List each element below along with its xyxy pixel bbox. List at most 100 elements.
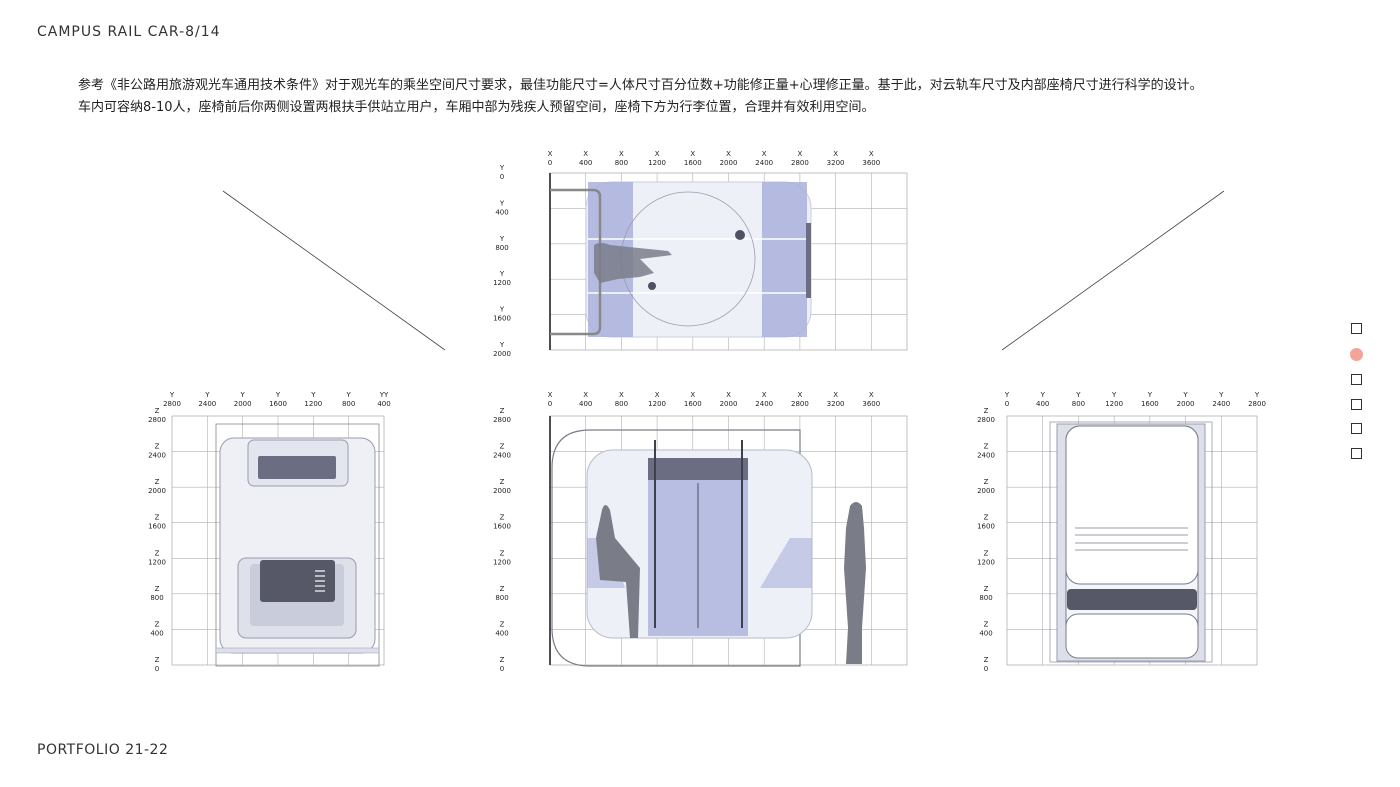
end-right-car-body (1049, 421, 1213, 663)
axis-tick-label: 2000 (493, 487, 511, 495)
axis-tick-prefix: Y (346, 391, 352, 399)
axis-tick-label: 400 (495, 208, 508, 216)
axis-tick-label: 1200 (1105, 400, 1123, 408)
pole-top-2 (648, 282, 656, 290)
pager-dot[interactable] (1351, 423, 1362, 435)
axis-tick-prefix: X (655, 150, 660, 158)
axis-tick-prefix: Y (275, 391, 281, 399)
pager-dot[interactable] (1351, 398, 1362, 410)
axis-tick-prefix: X (619, 150, 624, 158)
axis-tick-label: 3200 (827, 159, 845, 167)
human-figure-seated (596, 505, 640, 638)
axis-tick-label: 2400 (755, 159, 773, 167)
projection-line-left (222, 190, 446, 351)
axis-tick-label: 2400 (977, 452, 995, 460)
door-end-right (1065, 425, 1199, 585)
axis-tick-label: 0 (155, 665, 159, 673)
axis-tick-label: 1600 (684, 400, 702, 408)
axis-tick-label: 0 (1005, 400, 1009, 408)
axis-tick-label: 400 (377, 400, 390, 408)
axis-tick-label: 3200 (827, 400, 845, 408)
axis-tick-prefix: Z (984, 585, 989, 593)
axis-tick-label: 1600 (148, 523, 166, 531)
axis-tick-label: 0 (548, 400, 552, 408)
axis-tick-prefix: X (690, 391, 695, 399)
axis-tick-label: 400 (979, 629, 992, 637)
axis-tick-label: 0 (984, 665, 988, 673)
axis-tick-prefix: Z (984, 478, 989, 486)
axis-tick-label: 1600 (493, 315, 511, 323)
door-header (648, 458, 748, 480)
axis-tick-prefix: Y (204, 391, 210, 399)
axis-tick-prefix: Y (169, 391, 175, 399)
end-view-left-diagram: Y2800Y2400Y2000Y1600Y1200Y800YY400Z2800Z… (148, 391, 391, 673)
axis-tick-label: 2000 (977, 487, 995, 495)
axis-tick-label: 2000 (234, 400, 252, 408)
axis-tick-label: 1200 (493, 558, 511, 566)
projection-line-right (1001, 190, 1225, 351)
top-view-car-body (550, 181, 812, 338)
axis-tick-prefix: X (548, 391, 553, 399)
axis-tick-label: 1600 (684, 159, 702, 167)
axis-tick-label: 1200 (304, 400, 322, 408)
pager-dot[interactable] (1350, 347, 1363, 361)
axis-tick-label: 2000 (720, 159, 738, 167)
axis-tick-prefix: Y (1254, 391, 1260, 399)
pager-dot[interactable] (1351, 374, 1362, 386)
seat-end-right (1067, 589, 1197, 610)
axis-tick-label: 800 (495, 594, 508, 602)
axis-tick-prefix: Y (499, 270, 505, 278)
axis-tick-label: 400 (579, 159, 592, 167)
axis-tick-prefix: Y (1182, 391, 1188, 399)
axis-tick-prefix: Y (499, 235, 505, 243)
axis-tick-label: 1600 (269, 400, 287, 408)
axis-tick-label: 2000 (148, 487, 166, 495)
axis-tick-label: 0 (548, 159, 552, 167)
pager (1350, 323, 1365, 473)
pager-dot[interactable] (1351, 323, 1362, 334)
axis-tick-prefix: Z (155, 478, 160, 486)
axis-tick-label: 2400 (198, 400, 216, 408)
axis-tick-prefix: X (869, 391, 874, 399)
axis-tick-label: 1200 (648, 400, 666, 408)
axis-tick-label: 2400 (1212, 400, 1230, 408)
axis-tick-label: 800 (495, 244, 508, 252)
top-view-diagram: X0X400X800X1200X1600X2000X2400X2800X3200… (493, 150, 908, 358)
axis-tick-prefix: X (798, 150, 803, 158)
axis-tick-label: 0 (500, 173, 504, 181)
axis-tick-prefix: Y (1147, 391, 1153, 399)
axis-tick-prefix: X (869, 150, 874, 158)
axis-tick-label: 2800 (163, 400, 181, 408)
axis-tick-prefix: Z (500, 407, 505, 415)
axis-tick-prefix: X (762, 391, 767, 399)
axis-tick-prefix: Z (984, 443, 989, 451)
axis-tick-label: 2800 (1248, 400, 1266, 408)
axis-tick-prefix: Z (155, 407, 160, 415)
axis-tick-label: 2800 (791, 159, 809, 167)
axis-tick-label: 400 (579, 400, 592, 408)
axis-tick-prefix: Z (500, 620, 505, 628)
axis-tick-label: 1200 (648, 159, 666, 167)
axis-tick-prefix: Y (499, 199, 505, 207)
axis-tick-prefix: X (548, 150, 553, 158)
pager-dot[interactable] (1351, 447, 1362, 459)
axis-tick-label: 2000 (1177, 400, 1195, 408)
axis-tick-label: 800 (150, 594, 163, 602)
axis-tick-label: 2400 (493, 452, 511, 460)
axis-tick-prefix: X (726, 391, 731, 399)
axis-tick-label: 3600 (862, 159, 880, 167)
axis-tick-label: 2000 (493, 350, 511, 358)
axis-tick-prefix: Y (310, 391, 316, 399)
axis-tick-prefix: X (833, 150, 838, 158)
axis-tick-label: 800 (615, 159, 628, 167)
axis-tick-prefix: Z (984, 620, 989, 628)
axis-tick-prefix: YY (379, 391, 389, 399)
axis-tick-prefix: Y (1004, 391, 1010, 399)
axis-tick-prefix: X (619, 391, 624, 399)
axis-tick-label: 1200 (977, 558, 995, 566)
axis-tick-prefix: Z (984, 514, 989, 522)
description: 参考《非公路用旅游观光车通用技术条件》对于观光车的乘坐空间尺寸要求，最佳功能尺寸… (78, 75, 1358, 119)
axis-tick-prefix: Z (500, 656, 505, 664)
window-end-left (258, 456, 336, 479)
